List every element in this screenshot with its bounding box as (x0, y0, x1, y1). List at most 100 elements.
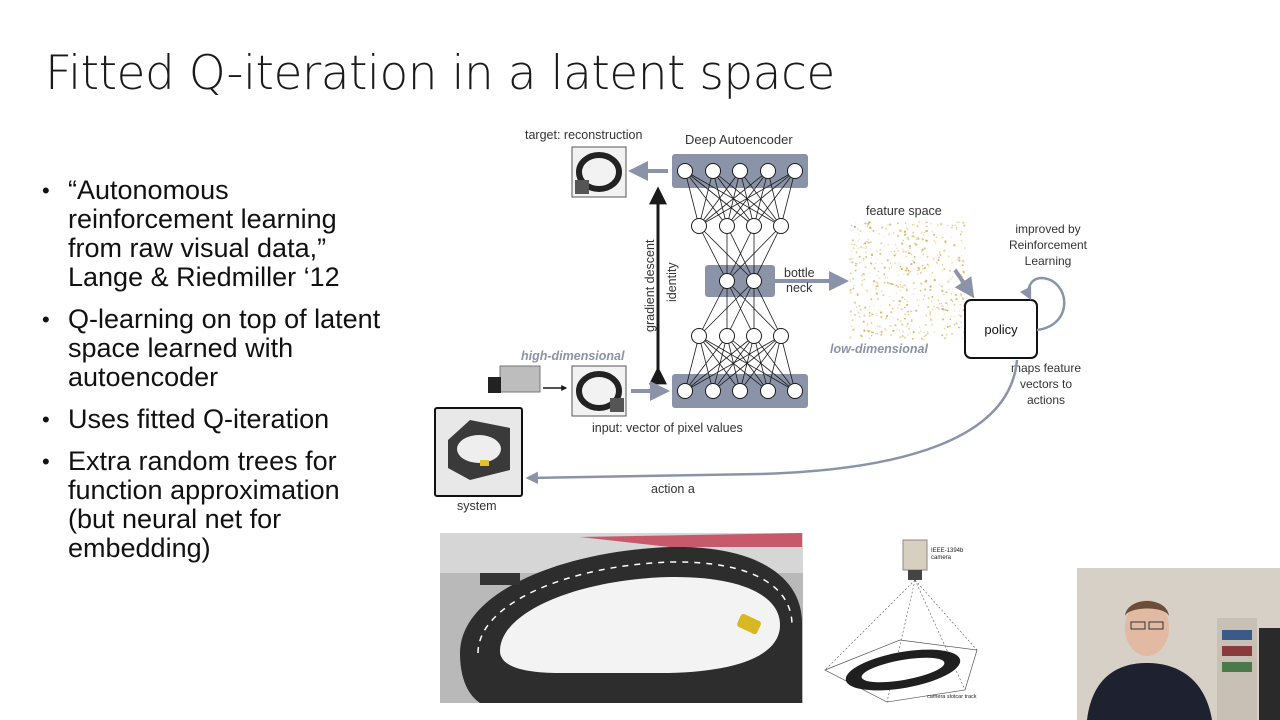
feature-dot (852, 287, 855, 290)
feature-dot (853, 243, 856, 246)
feature-dot (938, 252, 940, 254)
feature-dot (951, 276, 954, 278)
feature-dot (851, 239, 854, 242)
feature-dot (920, 238, 922, 240)
feature-dot (950, 226, 953, 229)
neuron (732, 163, 748, 179)
neuron (773, 218, 789, 234)
feature-dot (891, 307, 894, 310)
feature-dot (888, 267, 891, 270)
feature-dot (894, 324, 897, 327)
feature-dot (872, 280, 876, 283)
camera-label-1: IEEE-1394b (931, 548, 964, 554)
feature-dot (900, 281, 902, 283)
feature-dot (918, 326, 921, 328)
feature-dot (948, 288, 950, 290)
feature-dot (904, 284, 906, 286)
feature-dot (931, 324, 933, 326)
neuron-connection (753, 170, 796, 227)
feature-dot (861, 335, 864, 338)
bullet-list: •“Autonomous reinforcement learning from… (42, 176, 392, 576)
feature-dot (923, 231, 926, 234)
feature-dot (937, 256, 940, 259)
feature-dot (941, 334, 944, 337)
feature-dot (908, 245, 912, 248)
feature-dot (946, 325, 949, 328)
feature-dot (904, 313, 906, 315)
feature-dot (923, 247, 926, 250)
feature-dot (906, 267, 909, 270)
feature-dot (903, 230, 907, 233)
feature-dot (875, 332, 877, 335)
feature-dot (897, 285, 899, 287)
feature-dot (961, 322, 962, 324)
feature-dot (904, 306, 906, 309)
feature-dot (905, 256, 907, 258)
feature-dot (946, 309, 949, 312)
feature-dot (856, 294, 859, 297)
feature-dot (866, 330, 868, 332)
feature-dot (959, 315, 963, 318)
feature-dot (930, 284, 932, 286)
feature-dot (953, 323, 956, 326)
feature-dot (882, 294, 885, 296)
feature-dot (912, 293, 915, 295)
feature-dot (867, 330, 870, 333)
feature-dot (860, 246, 863, 249)
feature-dot (886, 329, 888, 331)
feature-dot (931, 300, 933, 303)
feature-dot (960, 294, 963, 296)
feature-dot (958, 310, 960, 312)
feature-dot (885, 317, 887, 320)
feature-dot (911, 337, 914, 340)
feature-dot (961, 260, 963, 262)
feature-dot (938, 284, 940, 286)
feature-dot (939, 253, 942, 256)
neuron-connection (698, 280, 728, 337)
feature-dot (864, 242, 867, 245)
feature-dot (962, 260, 965, 263)
feature-dot (881, 290, 883, 292)
feature-dot (896, 328, 898, 330)
bullet-item: •“Autonomous reinforcement learning from… (42, 176, 392, 292)
neuron-connection (753, 225, 782, 282)
feature-dot (892, 329, 895, 332)
feature-space-scatter (849, 221, 966, 341)
feature-dot (916, 299, 919, 301)
feature-dot (924, 324, 927, 326)
feature-dot (906, 303, 909, 306)
camera-setup-diagram: IEEE-1394b camera camera slotcar track (815, 530, 990, 710)
feature-dot (930, 223, 932, 225)
feature-dot (913, 288, 915, 290)
feature-dot (883, 281, 886, 284)
feature-dot (897, 250, 899, 252)
feature-dot (850, 224, 853, 227)
feature-dot (915, 236, 918, 239)
feature-dot (870, 257, 872, 259)
feature-dot (894, 244, 897, 246)
feature-dot (870, 298, 873, 300)
feature-dot (883, 245, 885, 247)
feature-dot (862, 247, 864, 249)
feature-dot (928, 313, 932, 316)
feature-dot (924, 222, 926, 224)
feature-dot (910, 310, 913, 313)
feature-dot (925, 240, 928, 243)
feature-dot (900, 323, 903, 325)
neuron-connection (753, 280, 782, 337)
autoencoder-diagram: target: reconstruction Deep Autoencoder … (434, 128, 1088, 513)
feature-dot (909, 247, 911, 249)
feature-dot (897, 285, 900, 288)
feature-dot (963, 224, 966, 227)
feature-dot (868, 225, 870, 227)
feature-dot (918, 332, 920, 334)
feature-dot (935, 261, 938, 264)
feature-dot (905, 287, 907, 289)
feature-dot (910, 318, 913, 322)
feature-dot (895, 247, 898, 250)
action-arrow (525, 359, 1019, 485)
feature-dot (907, 238, 910, 241)
bullet-dot-icon: • (42, 307, 50, 332)
feature-dot (956, 258, 959, 261)
